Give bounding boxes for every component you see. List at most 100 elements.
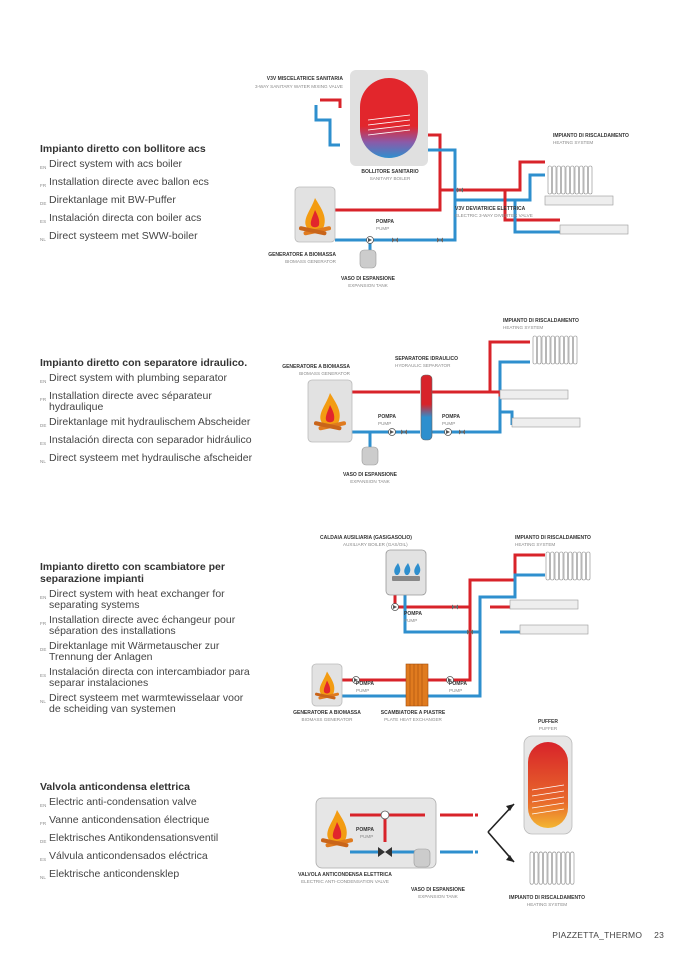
label-heating-sub: HEATING SYSTEM — [515, 542, 555, 547]
label-pump: POMPA — [356, 827, 374, 833]
section-title: Impianto diretto con separatore idraulic… — [40, 357, 248, 369]
lang-text: Elektrisches Antikondensationsventil — [49, 832, 219, 844]
label-valve: VALVOLA ANTICONDENSA ELETTRICA — [298, 872, 392, 878]
lang-text: Electric anti-condensation valve — [49, 796, 197, 808]
label-pump-left-sub: PUMP — [378, 421, 391, 426]
label-aux-boiler: CALDAIA AUSILIARIA (GAS/GASOLIO) — [320, 535, 412, 541]
label-pump-aux-sub: PUMP — [404, 618, 417, 623]
lang-code: DE — [40, 839, 47, 844]
label-tank: VASO DI ESPANSIONE — [341, 276, 396, 282]
lang-code: FR — [40, 397, 47, 402]
hydraulic-separator-icon — [420, 374, 433, 441]
lang-text: Instalación directa con separador hidráu… — [49, 434, 252, 446]
lang-code: DE — [40, 201, 47, 206]
lang-text: Direct system with acs boiler — [49, 158, 183, 170]
label-pump-aux: POMPA — [404, 611, 422, 617]
gas-flame-icon — [394, 563, 421, 575]
expansion-tank-icon — [413, 848, 431, 868]
label-pump-left: POMPA — [356, 681, 374, 687]
label-valve3v: V3V MISCELATRICE SANITARIA — [267, 76, 344, 82]
label-valve3v-sub: 3-WAY SANITARY WATER MIXING VALVE — [255, 84, 343, 89]
pump-icon — [366, 236, 374, 244]
label-boiler: BOLLITORE SANITARIO — [361, 169, 418, 175]
section-hydraulic-separator: Impianto diretto con separatore idraulic… — [40, 357, 280, 471]
label-boiler-sub: SANITARY BOILER — [370, 176, 411, 181]
label-heating-sub: HEATING SYSTEM — [527, 902, 567, 907]
label-tank: VASO DI ESPANSIONE — [343, 472, 398, 478]
lang-code: FR — [40, 183, 47, 188]
lang-text: Válvula anticondensados eléctrica — [49, 850, 208, 862]
section-title: Impianto diretto con bollitore acs — [40, 143, 206, 155]
label-generator-sub: BIOMASS GENERATOR — [299, 371, 351, 376]
page-number: 23 — [654, 930, 664, 940]
diagram-heat-exchanger: CALDAIA AUSILIARIA (GAS/GASOLIO) AUXILIA… — [293, 535, 591, 722]
label-generator: GENERATORE A BIOMASSA — [268, 252, 336, 258]
label-pump-sub: PUMP — [376, 226, 389, 231]
lang-code: EN — [40, 165, 47, 170]
label-pump-right: POMPA — [449, 681, 467, 687]
lang-code: NL — [40, 875, 46, 880]
lang-text: Instalación directa con intercambiador p… — [49, 666, 250, 689]
label-tank-sub: EXPANSION TANK — [418, 894, 459, 899]
lang-text: Direct system with plumbing separator — [49, 372, 227, 384]
lang-text: Direct systeem met hydraulische afscheid… — [49, 452, 253, 464]
lang-code: DE — [40, 647, 47, 652]
lang-text: Installation directe avec échangeur pour… — [49, 614, 236, 637]
label-pump: POMPA — [376, 219, 394, 225]
lang-text: Direct systeem met SWW-boiler — [49, 230, 198, 242]
label-pump-sub: PUMP — [360, 834, 373, 839]
lang-text: Vanne anticondensation électrique — [49, 814, 210, 826]
lang-code: NL — [40, 699, 46, 704]
lang-text: Direct system with heat exchanger for se… — [49, 588, 225, 611]
lang-code: NL — [40, 237, 46, 242]
label-diverter: V3V DEVIATRICE ELETTRICA — [455, 206, 526, 212]
lang-code: ES — [40, 673, 47, 678]
label-heating-sub: HEATING SYSTEM — [503, 325, 543, 330]
lang-code: FR — [40, 621, 47, 626]
expansion-tank-icon — [359, 249, 377, 269]
lang-code: DE — [40, 423, 47, 428]
label-pump-right-sub: PUMP — [449, 688, 462, 693]
lang-code: ES — [40, 857, 47, 862]
label-exchanger: SCAMBIATORE A PIASTRE — [381, 710, 446, 716]
lang-code: EN — [40, 803, 47, 808]
lang-text: Installation directe avec ballon ecs — [49, 176, 209, 188]
plate-heat-exchanger-icon — [405, 663, 429, 707]
anticondensation-valve-icon — [378, 847, 392, 857]
label-generator-sub: BIOMASS GENERATOR — [285, 259, 337, 264]
lang-code: ES — [40, 219, 47, 224]
puffer-tank — [528, 742, 568, 828]
label-tank-sub: EXPANSION TANK — [350, 479, 391, 484]
lang-code: FR — [40, 821, 47, 826]
section-title: Impianto diretto con scambiatore per sep… — [40, 561, 225, 585]
label-heating: IMPIANTO DI RISCALDAMENTO — [515, 535, 591, 541]
label-generator: GENERATORE A BIOMASSA — [282, 364, 350, 370]
lang-code: EN — [40, 379, 47, 384]
lang-code: EN — [40, 595, 47, 600]
label-heating-sub: HEATING SYSTEM — [553, 140, 593, 145]
label-puffer: PUFFER — [538, 719, 558, 725]
label-generator-sub: BIOMASS GENERATOR — [302, 717, 354, 722]
lang-text: Elektrische anticondensklep — [49, 868, 180, 880]
label-pump-right: POMPA — [442, 414, 460, 420]
label-tank-sub: EXPANSION TANK — [348, 283, 389, 288]
lang-text: Direktanlage mit Wärmetauscher zur Trenn… — [49, 640, 220, 663]
lang-text: Installation directe avec séparateur hyd… — [49, 390, 212, 413]
lang-code: NL — [40, 459, 46, 464]
label-exchanger-sub: PLATE HEAT EXCHANGER — [384, 717, 442, 722]
